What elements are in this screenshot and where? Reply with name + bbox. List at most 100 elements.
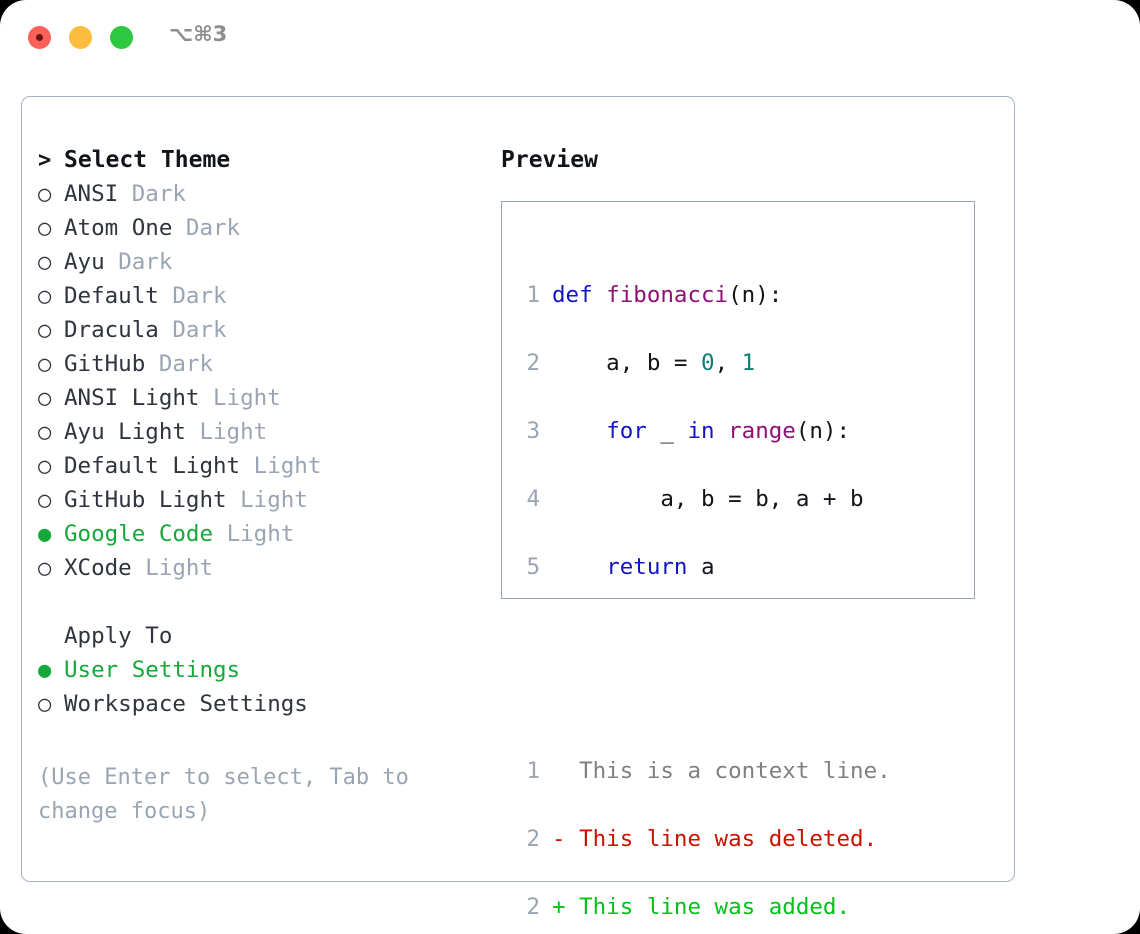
- code-token: in: [687, 418, 715, 444]
- keyboard-hint: (Use Enter to select, Tab to change focu…: [38, 765, 423, 824]
- radio-unselected-icon[interactable]: ○: [38, 454, 52, 479]
- theme-item-default-dark[interactable]: ○ Default Dark: [38, 279, 498, 313]
- radio-unselected-icon[interactable]: ○: [38, 182, 52, 207]
- theme-name: Ayu Light: [64, 419, 186, 445]
- theme-list-header-label: Select Theme: [64, 147, 231, 173]
- theme-variant: Light: [199, 419, 268, 445]
- radio-unselected-icon[interactable]: ○: [38, 352, 52, 377]
- code-token: return: [606, 554, 688, 580]
- line-number: 2: [526, 350, 540, 376]
- theme-item-ayu-dark[interactable]: ○ Ayu Dark: [38, 245, 498, 279]
- diff-text: This line was deleted.: [579, 826, 878, 852]
- theme-variant: Light: [145, 555, 214, 581]
- radio-unselected-icon[interactable]: ○: [38, 692, 52, 717]
- line-number: 2: [526, 826, 540, 852]
- theme-item-dracula-dark[interactable]: ○ Dracula Dark: [38, 313, 498, 347]
- code-line: 5 return a: [514, 550, 891, 584]
- traffic-lights: [28, 26, 133, 49]
- theme-list-column: >Select Theme ○ANSI Dark ○Atom One Dark …: [38, 143, 498, 721]
- diff-text: This is a context line.: [579, 758, 891, 784]
- theme-variant: Dark: [118, 249, 173, 275]
- theme-item-default-light[interactable]: ○ Default Light Light: [38, 449, 498, 483]
- radio-unselected-icon[interactable]: ○: [38, 556, 52, 581]
- code-token: for: [606, 418, 647, 444]
- theme-name: Atom One: [64, 215, 173, 241]
- code-token: a, b =: [552, 350, 702, 376]
- theme-variant: Dark: [172, 283, 227, 309]
- minimize-button[interactable]: [69, 26, 92, 49]
- preview-column: Preview 1 def fibonacci(n): 2 a, b = 0, …: [501, 143, 1001, 920]
- theme-variant: Dark: [185, 215, 241, 241]
- code-token: _: [646, 418, 688, 444]
- code-line: 3 for _ in range(n):: [514, 414, 891, 448]
- code-token: [552, 554, 606, 580]
- apply-to-user-settings[interactable]: ●User Settings: [38, 653, 498, 687]
- theme-item-github-dark[interactable]: ○GitHub Dark: [38, 347, 498, 381]
- close-button[interactable]: [28, 26, 51, 49]
- code-token: (n):: [728, 282, 783, 308]
- theme-name: Google Code: [64, 521, 214, 547]
- theme-name: Ayu: [64, 249, 105, 275]
- apply-to-workspace-settings[interactable]: ○ Workspace Settings: [38, 687, 498, 721]
- apply-to-option-label: Workspace Settings: [64, 691, 308, 717]
- code-token: fibonacci: [606, 282, 729, 308]
- theme-variant: Light: [213, 385, 281, 411]
- radio-unselected-icon[interactable]: ○: [38, 318, 52, 343]
- theme-item-xcode[interactable]: ○ XCode Light: [38, 551, 498, 585]
- diff-line-added: 2 + This line was added.: [514, 890, 891, 924]
- theme-name: GitHub Light: [64, 487, 227, 513]
- theme-name: GitHub: [64, 351, 146, 377]
- diff-spacer: [514, 652, 891, 686]
- line-number: 3: [526, 418, 540, 444]
- radio-unselected-icon[interactable]: ○: [38, 250, 52, 275]
- theme-name: ANSI Light: [64, 385, 200, 411]
- diff-line-deleted: 2 - This line was deleted.: [514, 822, 891, 856]
- code-token: [715, 418, 729, 444]
- theme-variant: Dark: [172, 317, 227, 343]
- code-token: (n):: [795, 418, 851, 444]
- apply-to-header-label: Apply To: [64, 623, 173, 649]
- radio-unselected-icon[interactable]: ○: [38, 216, 52, 241]
- theme-item-github-light[interactable]: ○ GitHub Light Light: [38, 483, 498, 517]
- line-number: 1: [526, 282, 540, 308]
- theme-name: Dracula: [64, 317, 159, 343]
- shortcut-label: ⌥⌘3: [169, 22, 228, 46]
- theme-item-ayu-light[interactable]: ○ Ayu Light Light: [38, 415, 498, 449]
- code-line: 2 a, b = 0, 1: [514, 346, 891, 380]
- preview-box: 1 def fibonacci(n): 2 a, b = 0, 1 3 for …: [501, 201, 975, 920]
- theme-variant: Light: [240, 487, 308, 513]
- code-token: 1: [741, 350, 756, 376]
- theme-item-google-code[interactable]: ●Google Code Light: [38, 517, 498, 551]
- radio-unselected-icon[interactable]: ○: [38, 420, 52, 445]
- diff-sign: -: [552, 826, 566, 852]
- code-line: 4 a, b = b, a + b: [514, 482, 891, 516]
- code-sample: 1 def fibonacci(n): 2 a, b = 0, 1 3 for …: [514, 244, 891, 934]
- zoom-button[interactable]: [110, 26, 133, 49]
- radio-unselected-icon[interactable]: ○: [38, 386, 52, 411]
- theme-name: ANSI: [64, 181, 119, 207]
- radio-selected-icon[interactable]: ●: [38, 522, 52, 547]
- theme-picker-panel: >Select Theme ○ANSI Dark ○Atom One Dark …: [21, 96, 1015, 920]
- code-token: [552, 418, 606, 444]
- code-token: range: [728, 418, 796, 444]
- theme-list-header: >Select Theme: [38, 143, 498, 177]
- radio-unselected-icon[interactable]: ○: [38, 488, 52, 513]
- theme-variant: Light: [253, 453, 322, 479]
- line-number: 4: [526, 486, 540, 512]
- code-token: 0: [701, 350, 715, 376]
- apply-to-header: Apply To: [38, 619, 498, 653]
- theme-name: Default Light: [64, 453, 241, 479]
- theme-name: XCode: [64, 555, 132, 581]
- theme-item-ansi-light[interactable]: ○ ANSI Light Light: [38, 381, 498, 415]
- diff-text: This line was added.: [579, 894, 851, 920]
- list-spacer: [38, 585, 498, 619]
- theme-item-atom-one-dark[interactable]: ○ Atom One Dark: [38, 211, 498, 245]
- line-number: 5: [526, 554, 540, 580]
- theme-item-ansi-dark[interactable]: ○ANSI Dark: [38, 177, 498, 211]
- diff-line-context: 1 This is a context line.: [514, 754, 891, 788]
- theme-name: Default: [64, 283, 159, 309]
- radio-unselected-icon[interactable]: ○: [38, 284, 52, 309]
- radio-selected-icon[interactable]: ●: [38, 658, 52, 683]
- code-token: a, b = b, a + b: [552, 486, 864, 512]
